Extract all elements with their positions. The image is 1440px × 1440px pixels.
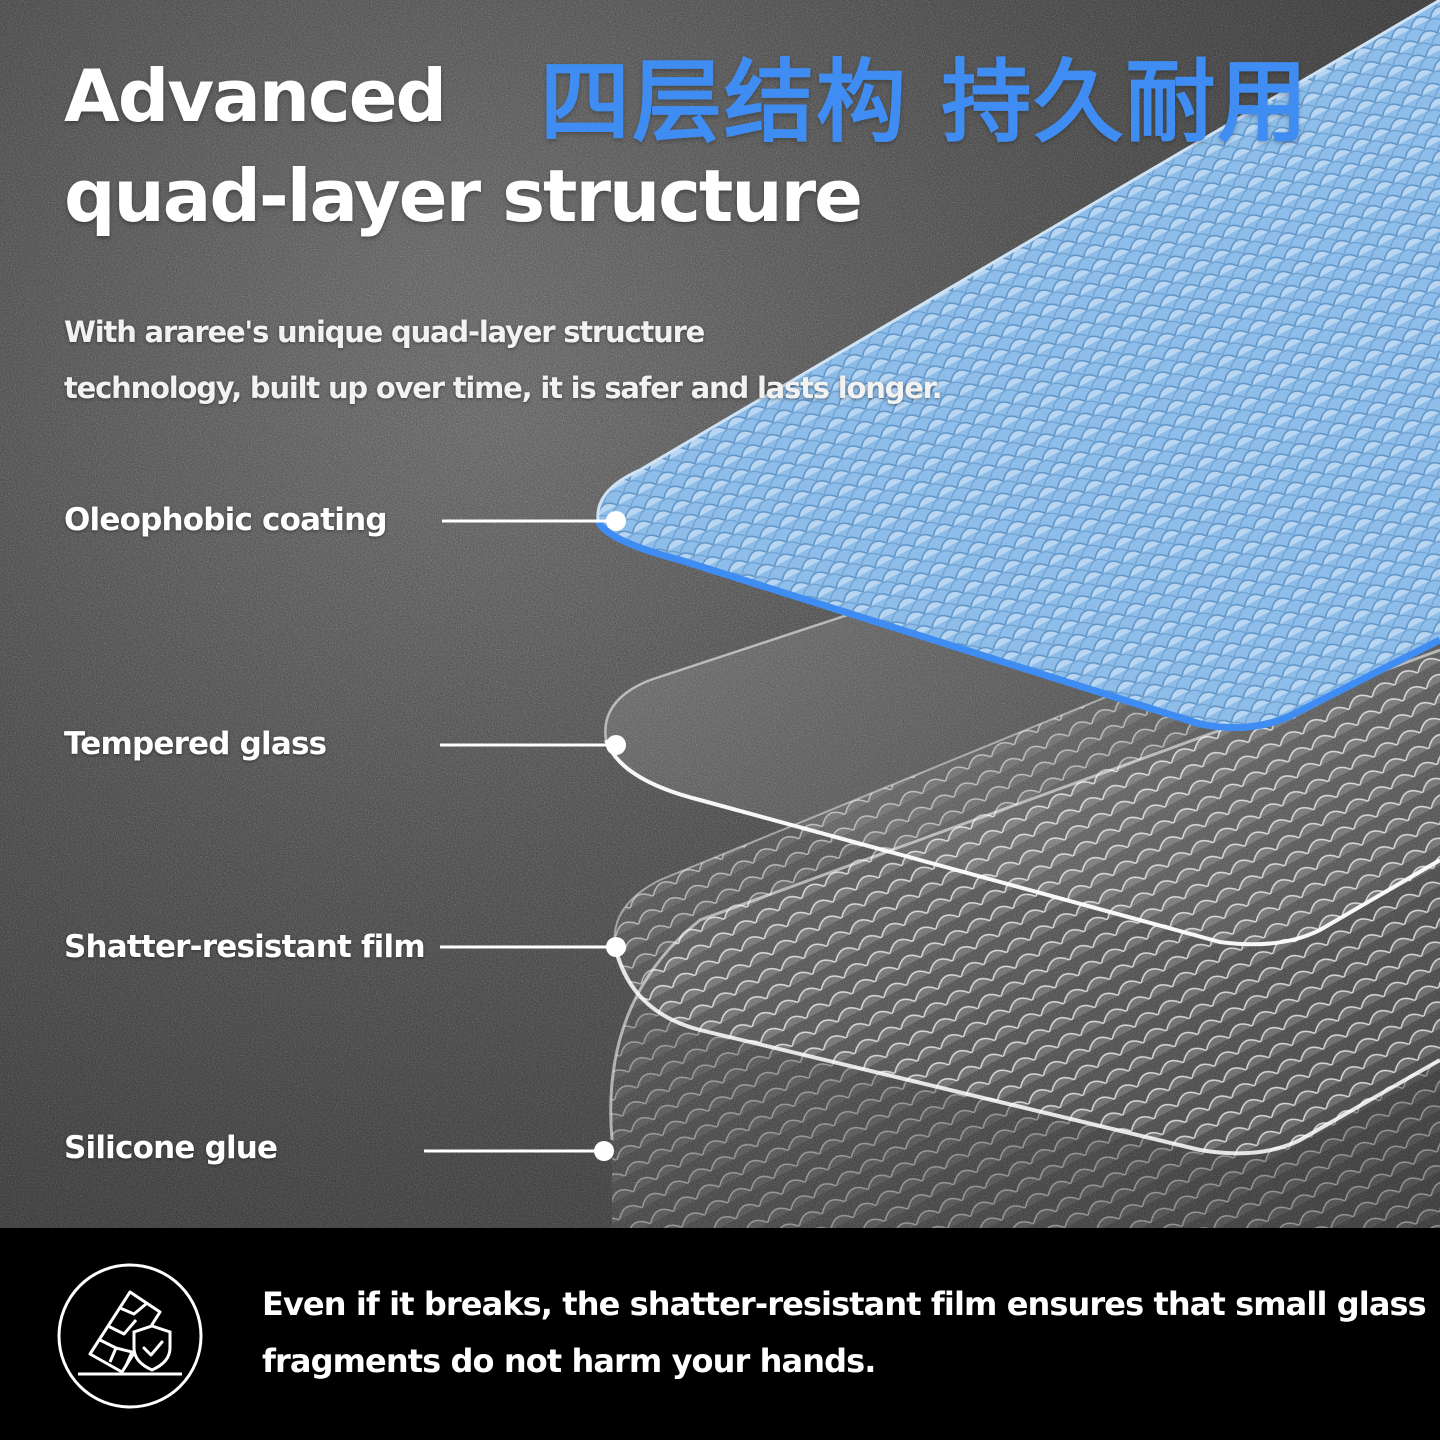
label-silicone-glue: Silicone glue xyxy=(64,1130,278,1166)
intro-paragraph: With araree's unique quad-layer structur… xyxy=(64,304,944,416)
footer-line-2: fragments do not harm your hands. xyxy=(262,1342,876,1380)
callout-silicone-glue xyxy=(424,1141,614,1161)
headline-line-1: Advanced xyxy=(64,54,447,138)
glass-layers-illustration xyxy=(424,0,1440,1228)
headline-chinese: 四层结构 持久耐用 xyxy=(540,50,1310,155)
label-shatter-resistant-film: Shatter-resistant film xyxy=(64,929,426,965)
footer-message: Even if it breaks, the shatter-resistant… xyxy=(262,1276,1427,1390)
callout-shatter-film xyxy=(440,937,626,957)
callout-oleophobic xyxy=(442,511,626,531)
intro-line-2: technology, built up over time, it is sa… xyxy=(64,371,943,405)
callout-tempered-glass xyxy=(440,735,626,755)
headline-line-2: quad-layer structure xyxy=(64,154,863,238)
footer-band: Even if it breaks, the shatter-resistant… xyxy=(0,1228,1440,1440)
intro-line-1: With araree's unique quad-layer structur… xyxy=(64,315,705,349)
hero-section: Advanced quad-layer structure 四层结构 持久耐用 … xyxy=(0,0,1440,1228)
oleophobic-coating-layer xyxy=(594,0,1440,732)
label-tempered-glass: Tempered glass xyxy=(64,726,327,762)
headline-english: Advanced quad-layer structure xyxy=(64,46,924,246)
footer-line-1: Even if it breaks, the shatter-resistant… xyxy=(262,1285,1427,1323)
shield-glass-icon xyxy=(57,1263,203,1409)
label-oleophobic-coating: Oleophobic coating xyxy=(64,502,388,538)
